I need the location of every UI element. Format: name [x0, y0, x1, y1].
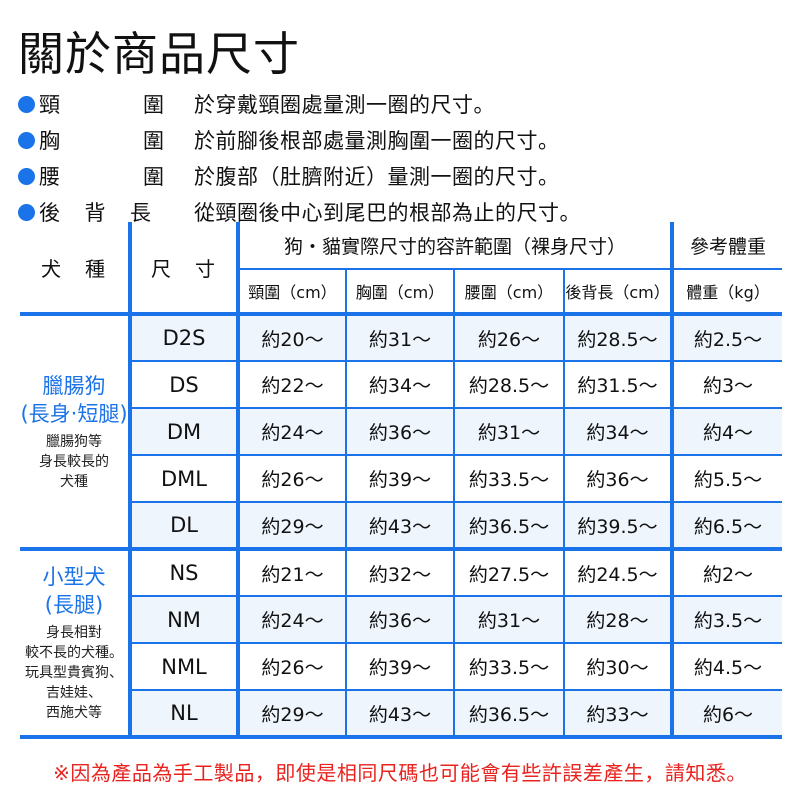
header-neck: 頸圍（cm）	[236, 268, 346, 314]
value-cell: 約3.5～	[670, 595, 783, 643]
header-breed: 犬 種	[41, 256, 107, 281]
value-cell: 約2.5～	[670, 312, 783, 361]
table-row: NM 約24～ 約36～ 約31～ 約28～ 約3.5～	[20, 595, 783, 643]
value-cell: 約33～	[562, 689, 673, 739]
size-cell: DS	[128, 360, 238, 408]
value-cell: 約30～	[562, 642, 673, 690]
value-cell: 約34～	[562, 407, 673, 455]
measure-item-chest: 胸 圍 於前腳後根部處量測胸圍一圈的尺寸。	[18, 122, 798, 158]
measure-label: 胸 圍	[39, 129, 164, 153]
value-cell: 約29～	[236, 689, 346, 739]
value-cell: 約34～	[345, 360, 454, 408]
size-table: 犬 種 尺 寸 狗・貓實際尺寸的容許範圍（裸身尺寸） 參考體重 頸圍（cm） 胸…	[20, 222, 783, 739]
header-group-actual: 狗・貓實際尺寸的容許範圍（裸身尺寸）	[235, 222, 673, 269]
table-row: NL 約29～ 約43～ 約36.5～ 約33～ 約6～	[20, 689, 783, 739]
value-cell: 約31～	[453, 595, 564, 643]
size-cell: NS	[128, 547, 238, 596]
value-cell: 約36～	[562, 454, 673, 502]
value-cell: 約31.5～	[562, 360, 673, 408]
header-back-length: 後背長（cm）	[562, 268, 673, 314]
size-cell: D2S	[128, 312, 238, 361]
size-cell: NM	[128, 595, 238, 643]
value-cell: 約4～	[670, 407, 783, 455]
value-cell: 約5.5～	[670, 454, 783, 502]
value-cell: 約24.5～	[562, 547, 673, 596]
value-cell: 約43～	[345, 501, 454, 549]
value-cell: 約24～	[236, 407, 346, 455]
measure-desc: 於腹部（肚臍附近）量測一圈的尺寸。	[194, 165, 560, 189]
measure-label: 後 背 長	[39, 201, 151, 225]
header-chest: 胸圍（cm）	[345, 268, 454, 314]
header-size: 尺 寸	[128, 222, 238, 314]
value-cell: 約6.5～	[670, 501, 783, 549]
breed-cell-small-dog: 小型犬 (長腿) 身長相對 較不長的犬種。 玩具型貴賓狗、 吉娃娃、 西施犬等	[20, 547, 130, 739]
value-cell: 約21～	[236, 547, 346, 596]
header-waist: 腰圍（cm）	[453, 268, 564, 314]
measure-desc: 於前腳後根部處量測胸圍一圈的尺寸。	[194, 129, 560, 153]
size-cell: DM	[128, 407, 238, 455]
measure-label: 腰 圍	[39, 165, 164, 189]
bullet-dot-icon	[18, 203, 35, 221]
table-row: DM 約24～ 約36～ 約31～ 約34～ 約4～	[20, 407, 783, 455]
value-cell: 約36～	[345, 407, 454, 455]
value-cell: 約26～	[453, 312, 564, 361]
disclaimer-note: ※因為產品為手工製品，即使是相同尺碼也可能會有些許誤差產生，請知悉。	[53, 761, 747, 785]
value-cell: 約36.5～	[453, 689, 564, 739]
value-cell: 約33.5～	[453, 642, 564, 690]
bullet-dot-icon	[18, 167, 35, 185]
value-cell: 約2～	[670, 547, 783, 596]
value-cell: 約26～	[236, 454, 346, 502]
measure-desc: 於穿戴頸圈處量測一圈的尺寸。	[194, 93, 495, 117]
table-row: 臘腸狗 (長身‧短腿) 臘腸狗等 身長較長的 犬種 D2S 約20～ 約31～ …	[20, 312, 783, 549]
value-cell: 約27.5～	[453, 547, 564, 596]
measure-item-neck: 頸 圍 於穿戴頸圈處量測一圈的尺寸。	[18, 86, 798, 122]
value-cell: 約22～	[236, 360, 346, 408]
table-row: DL 約29～ 約43～ 約36.5～ 約39.5～ 約6.5～	[20, 501, 783, 549]
value-cell: 約43～	[345, 689, 454, 739]
value-cell: 約29～	[236, 501, 346, 549]
header-group-weight: 參考體重	[670, 222, 783, 269]
value-cell: 約20～	[236, 312, 346, 361]
value-cell: 約32～	[345, 547, 454, 596]
size-cell: DL	[128, 501, 238, 549]
value-cell: 約28～	[562, 595, 673, 643]
measurement-list: 頸 圍 於穿戴頸圈處量測一圈的尺寸。 胸 圍 於前腳後根部處量測胸圍一圈的尺寸。…	[18, 86, 798, 230]
value-cell: 約4.5～	[670, 642, 783, 690]
value-cell: 約28.5～	[453, 360, 564, 408]
breed-cell-dachshund: 臘腸狗 (長身‧短腿) 臘腸狗等 身長較長的 犬種	[20, 312, 130, 549]
measure-label: 頸 圍	[39, 93, 164, 117]
value-cell: 約39～	[345, 642, 454, 690]
page-title: 關於商品尺寸	[18, 27, 300, 81]
table-row: NML 約26～ 約39～ 約33.5～ 約30～ 約4.5～	[20, 642, 783, 690]
value-cell: 約6～	[670, 689, 783, 739]
value-cell: 約39.5～	[562, 501, 673, 549]
value-cell: 約33.5～	[453, 454, 564, 502]
value-cell: 約36.5～	[453, 501, 564, 549]
measure-item-waist: 腰 圍 於腹部（肚臍附近）量測一圈的尺寸。	[18, 158, 798, 194]
value-cell: 約36～	[345, 595, 454, 643]
bullet-dot-icon	[18, 95, 35, 113]
measure-desc: 從頸圈後中心到尾巴的根部為止的尺寸。	[194, 201, 581, 225]
value-cell: 約31～	[345, 312, 454, 361]
size-cell: DML	[128, 454, 238, 502]
bullet-dot-icon	[18, 131, 35, 149]
size-cell: NL	[128, 689, 238, 739]
size-cell: NML	[128, 642, 238, 690]
value-cell: 約28.5～	[562, 312, 673, 361]
table-row: DML 約26～ 約39～ 約33.5～ 約36～ 約5.5～	[20, 454, 783, 502]
table-row: 小型犬 (長腿) 身長相對 較不長的犬種。 玩具型貴賓狗、 吉娃娃、 西施犬等 …	[20, 547, 783, 739]
value-cell: 約3～	[670, 360, 783, 408]
value-cell: 約31～	[453, 407, 564, 455]
value-cell: 約24～	[236, 595, 346, 643]
measure-item-back-length: 後 背 長 從頸圈後中心到尾巴的根部為止的尺寸。	[18, 194, 798, 230]
header-weight: 體重（kg）	[670, 268, 783, 314]
value-cell: 約39～	[345, 454, 454, 502]
table-row: DS 約22～ 約34～ 約28.5～ 約31.5～ 約3～	[20, 360, 783, 408]
value-cell: 約26～	[236, 642, 346, 690]
